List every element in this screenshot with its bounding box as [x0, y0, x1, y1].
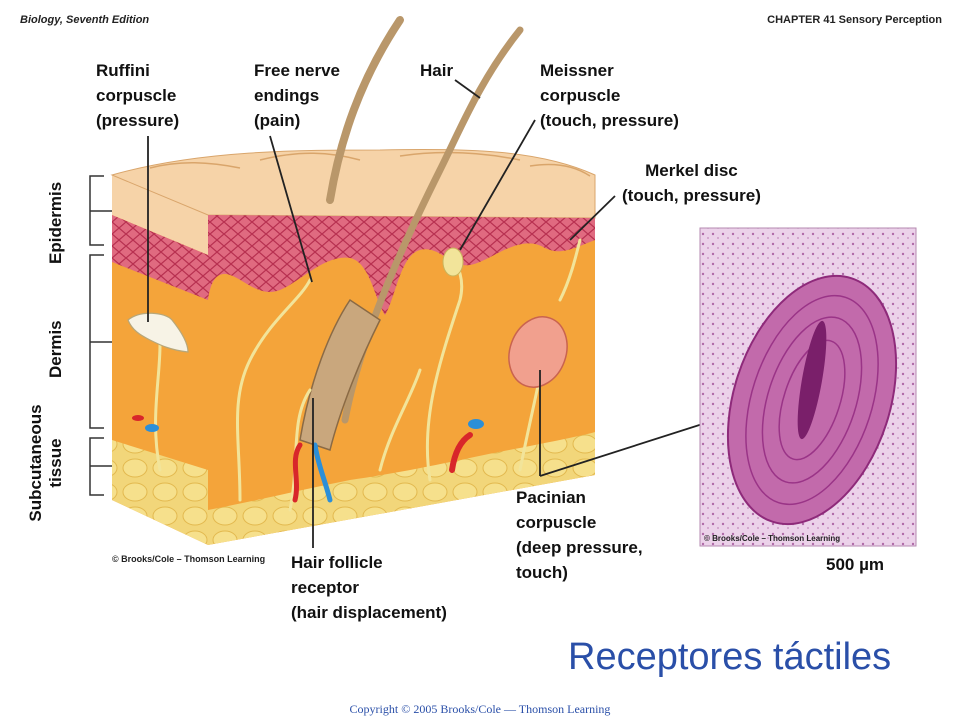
label-hair: Hair	[420, 61, 454, 80]
meissner-corpuscle	[442, 247, 464, 277]
label-subcutaneous: Subcutaneous tissue	[26, 404, 65, 522]
label-free-nerve: Free nerve endings (pain)	[254, 61, 340, 130]
hair-shafts	[299, 16, 524, 451]
label-epidermis: Epidermis	[46, 181, 65, 264]
vessel-section	[468, 419, 484, 429]
book-title: Biology, Seventh Edition	[20, 14, 150, 26]
label-pacinian: Pacinian corpuscle (deep pressure, touch…	[516, 488, 643, 582]
chapter-title: CHAPTER 41 Sensory Perception	[767, 14, 942, 26]
layer-brackets	[89, 175, 112, 496]
label-meissner: Meissner corpuscle (touch, pressure)	[540, 61, 679, 130]
figure-credit: © Brooks/Cole – Thomson Learning	[112, 554, 266, 564]
micrograph-pacinian	[699, 227, 917, 547]
skin-block-front	[110, 148, 596, 545]
scale-bar-label: 500 µm	[826, 555, 884, 574]
label-hair-follicle: Hair follicle receptor (hair displacemen…	[291, 553, 447, 622]
pacinian-corpuscle-diagram	[508, 316, 568, 388]
vessel-section-2	[145, 424, 159, 432]
blood-vessel-red	[292, 442, 303, 503]
blood-vessel-blue	[312, 442, 333, 503]
label-ruffini: Ruffini corpuscle (pressure)	[96, 61, 180, 130]
copyright: Copyright © 2005 Brooks/Cole — Thomson L…	[349, 702, 611, 716]
label-merkel: Merkel disc (touch, pressure)	[622, 161, 761, 205]
ruffini-corpuscle	[127, 312, 189, 353]
blood-vessel-red-2	[449, 432, 473, 473]
slide-title: Receptores táctiles	[568, 636, 892, 678]
micrograph-credit: © Brooks/Cole – Thomson Learning	[704, 534, 841, 543]
label-dermis: Dermis	[46, 320, 65, 378]
vessel-section-3	[132, 415, 144, 421]
